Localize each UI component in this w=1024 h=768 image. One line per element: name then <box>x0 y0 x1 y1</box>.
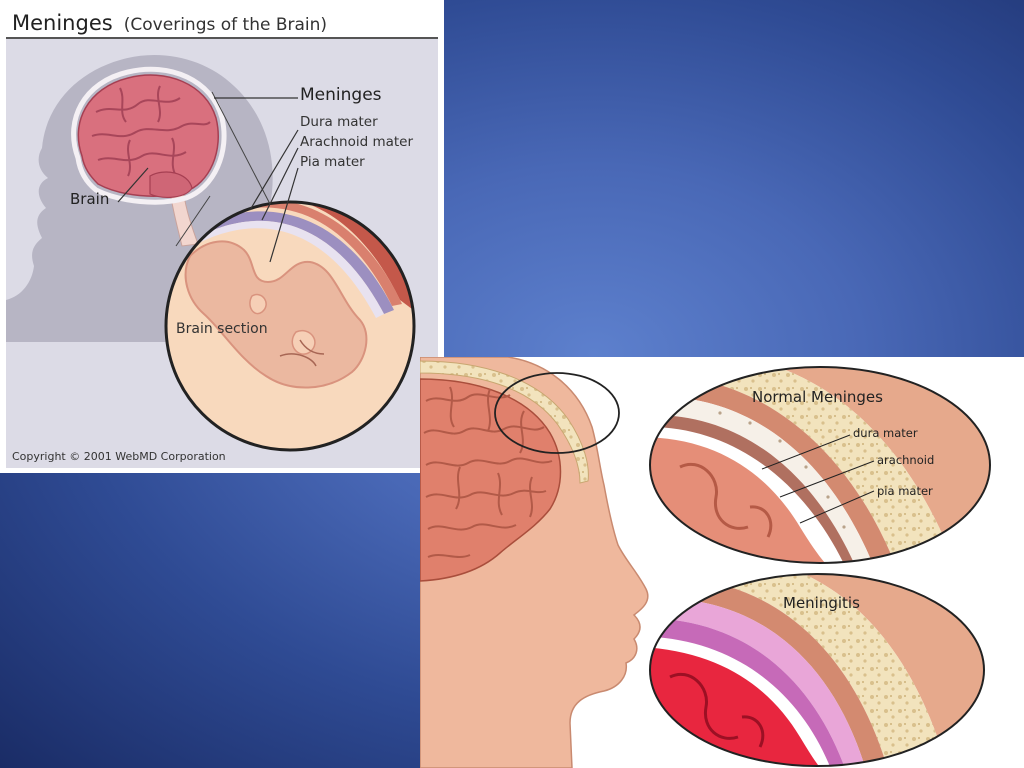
meningitis-title: Meningitis <box>783 594 860 612</box>
skull-layer <box>420 360 589 484</box>
label-brain: Brain <box>70 190 109 208</box>
brain-illustration <box>420 378 562 582</box>
brain-leader-line <box>117 167 149 203</box>
label-meninges: Meninges <box>300 85 382 105</box>
dura-leader-line <box>761 434 851 470</box>
dura-leader-line <box>249 129 299 211</box>
copyright-notice: Copyright © 2001 WebMD Corporation <box>12 450 226 463</box>
cerebellum <box>149 171 193 198</box>
zoom-line-left <box>175 195 211 247</box>
normal-meninges-title: Normal Meninges <box>752 388 883 406</box>
meninges-diagram: Meninges (Coverings of the Brain) Mening… <box>6 11 438 468</box>
zoom-indicator-ellipse <box>494 372 620 454</box>
meninges-outline <box>71 66 227 205</box>
zoom-line-right <box>211 91 271 205</box>
brain-illustration <box>77 74 219 197</box>
label-dura-mater: dura mater <box>853 426 918 440</box>
meninges-diagram-panel: Meninges (Coverings of the Brain) Mening… <box>0 0 444 473</box>
diagram-title: Meninges (Coverings of the Brain) <box>12 11 327 35</box>
normal-meninges-ring <box>649 366 991 564</box>
arachnoid-leader-line <box>261 147 299 221</box>
brain-gyri <box>91 85 211 177</box>
pia-leader-line <box>269 167 299 263</box>
label-pia-mater: pia mater <box>877 484 933 498</box>
meningitis-comparison-panel: Normal Meninges dura mater arachnoid pia… <box>420 357 1024 768</box>
arachnoid-leader-line <box>779 460 875 498</box>
label-brain-section: Brain section <box>176 321 268 337</box>
label-pia-mater: Pia mater <box>300 154 365 170</box>
label-arachnoid: arachnoid <box>877 453 934 467</box>
label-arachnoid-mater: Arachnoid mater <box>300 134 413 150</box>
label-dura-mater: Dura mater <box>300 114 378 130</box>
meningitis-comparison-diagram: Normal Meninges dura mater arachnoid pia… <box>420 357 991 768</box>
magnifier-ring <box>164 200 416 452</box>
meningitis-ring <box>649 573 985 767</box>
brain-gyri <box>423 386 553 558</box>
pia-leader-line <box>799 490 875 524</box>
